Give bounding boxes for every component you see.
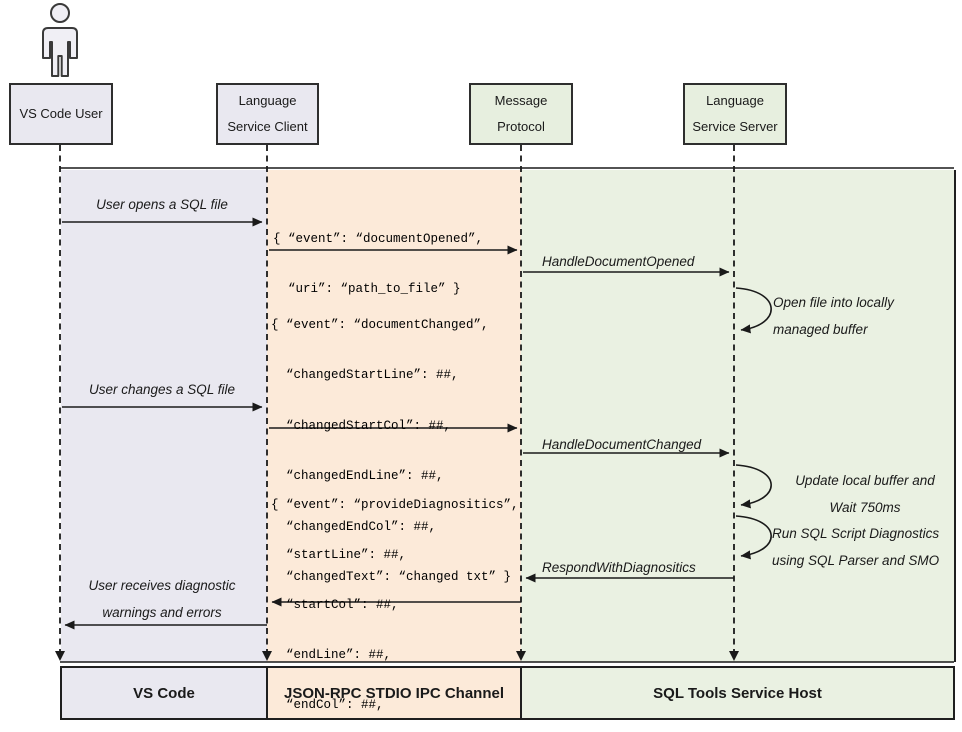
label-handle-document-opened: HandleDocumentOpened <box>542 254 695 269</box>
lifeline-end-arrow <box>729 651 739 661</box>
note-open-file: Open file into locally managed buffer <box>773 295 894 337</box>
payload-provide-diagnostics: { “event”: “provideDiagnositics”, “start… <box>271 498 519 712</box>
actor-label: VS Code User <box>19 106 103 121</box>
footer-box-service-host: SQL Tools Service Host <box>520 666 955 720</box>
actor-body <box>42 27 78 77</box>
footer-box-ipc-channel: JSON-RPC STDIO IPC Channel <box>266 666 522 720</box>
actor-box-vscode-user: VS Code User <box>9 83 113 145</box>
label-handle-document-changed: HandleDocumentChanged <box>542 437 702 452</box>
actor-box-message-protocol: Message Protocol <box>469 83 573 145</box>
actor-label: Message <box>494 93 548 108</box>
actor-box-language-service-server: Language Service Server <box>683 83 787 145</box>
self-loop-update-buffer <box>735 464 772 509</box>
lane-ipc-channel <box>267 170 521 662</box>
lifeline-end-arrow <box>55 651 65 661</box>
actor-label: Service Server <box>692 119 778 134</box>
footer-box-vscode: VS Code <box>60 666 268 720</box>
lane-service-host <box>521 170 956 662</box>
lane-vscode <box>61 170 267 662</box>
lifeline-end-arrow <box>516 651 526 661</box>
label-user-opens: User opens a SQL file <box>96 197 228 212</box>
user-actor-icon <box>42 3 78 77</box>
self-loop-run-diagnostics <box>735 515 772 560</box>
label-user-receives: User receives diagnostic warnings and er… <box>88 578 236 620</box>
actor-label: Language <box>706 93 764 108</box>
actor-head <box>50 3 70 23</box>
lifeline-end-arrow <box>262 651 272 661</box>
note-run-diagnostics: Run SQL Script Diagnostics using SQL Par… <box>772 526 940 568</box>
note-update-buffer: Update local buffer and Wait 750ms <box>795 473 935 515</box>
actor-label: Service Client <box>227 119 308 134</box>
actor-box-language-service-client: Language Service Client <box>216 83 319 145</box>
payload-document-opened: { “event”: “documentOpened”, “uri”: “pat… <box>273 232 484 296</box>
self-loop-open-file <box>735 287 772 334</box>
payload-document-changed: { “event”: “documentChanged”, “changedSt… <box>271 318 512 584</box>
actor-label: Protocol <box>497 119 545 134</box>
label-user-changes: User changes a SQL file <box>88 382 236 397</box>
label-respond-with-diagnostics: RespondWithDiagnositics <box>542 560 696 575</box>
actor-label: Language <box>238 93 297 108</box>
